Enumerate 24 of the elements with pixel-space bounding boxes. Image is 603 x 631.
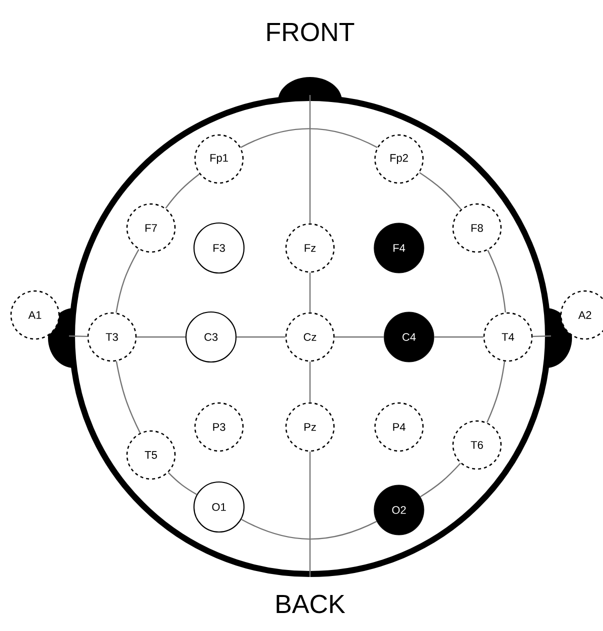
connector-line	[309, 95, 311, 224]
node-label: A2	[578, 311, 592, 319]
connector-line	[487, 250, 506, 313]
connector-line	[116, 249, 140, 313]
connector-line	[419, 172, 462, 210]
connector-line	[309, 362, 311, 402]
connector-line	[240, 128, 378, 148]
connector-line	[168, 472, 198, 495]
connector-line	[532, 335, 552, 338]
connector-line	[68, 335, 88, 338]
direction-label: BACK	[276, 594, 346, 614]
connector-line	[434, 336, 484, 338]
head-outline	[69, 95, 551, 577]
connector-line	[236, 336, 286, 338]
connector-line	[116, 361, 141, 434]
connector-line	[334, 336, 384, 338]
connector-line	[165, 174, 200, 209]
connector-line	[309, 272, 311, 312]
connector-line	[486, 361, 506, 423]
connector-line	[420, 462, 461, 498]
connector-line	[136, 336, 186, 338]
direction-label: FRONT	[267, 22, 354, 42]
connector-line	[241, 518, 377, 540]
connector-line	[309, 452, 311, 577]
